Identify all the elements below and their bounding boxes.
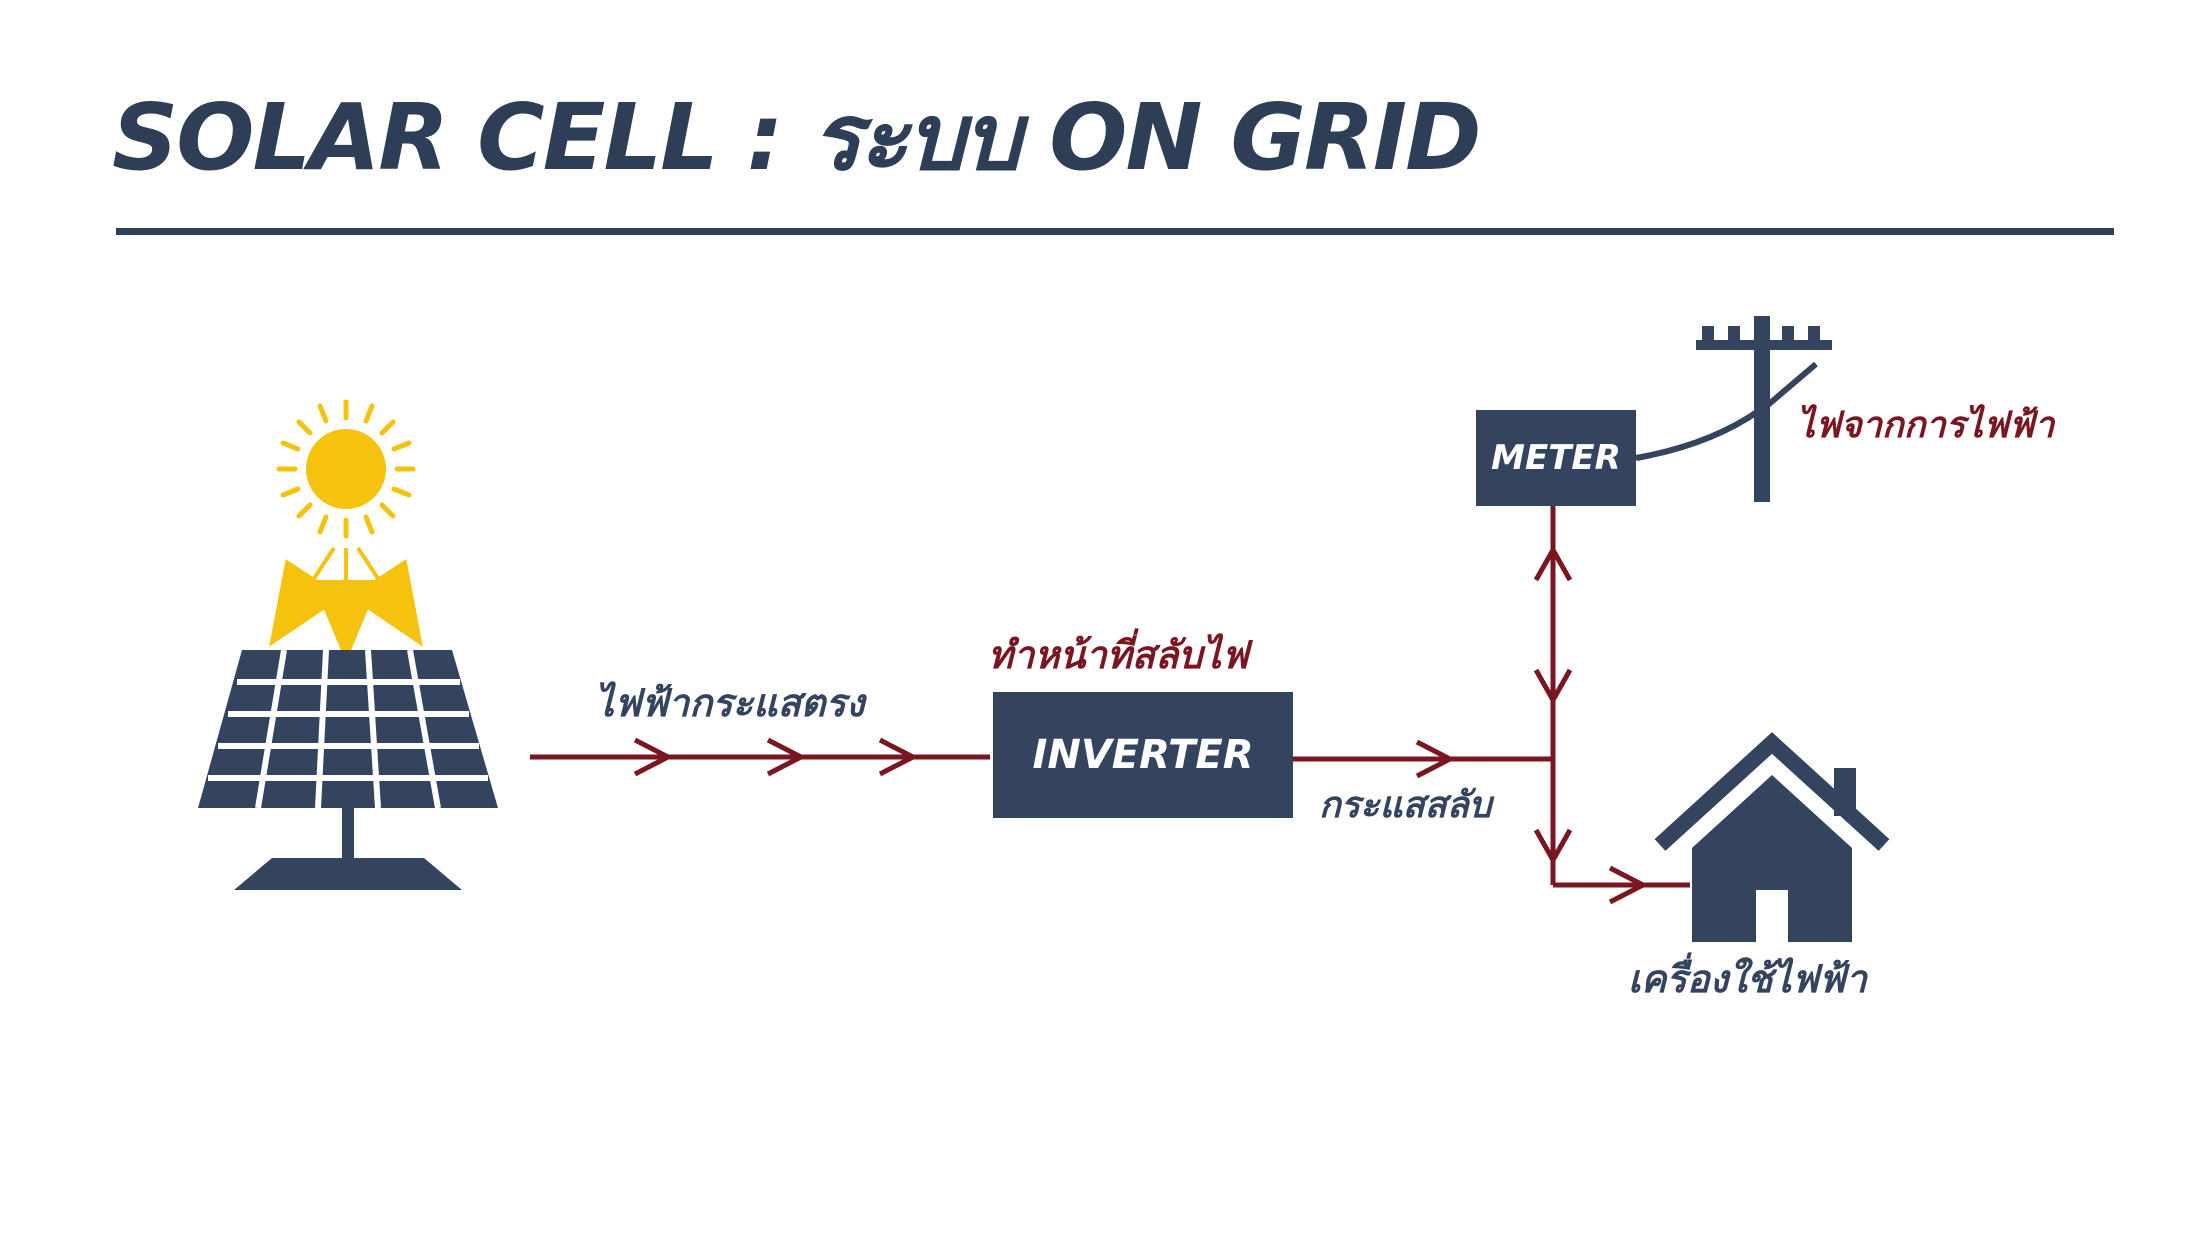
meter-box: METER [1476,410,1636,506]
grid-power-label: ไฟจากการไฟฟ้า [1797,405,2055,446]
title-divider [116,228,2114,235]
sun-icon [269,399,423,663]
meter-label: METER [1491,438,1621,478]
solar-panel-icon [198,649,498,890]
dc-flow-line [530,737,990,777]
page-title: SOLAR CELL : ระบบ ON GRID [112,84,1481,191]
dc-current-label: ไฟฟ้ากระแสตรง [595,681,865,725]
house-icon [1654,732,1890,942]
inverter-box: INVERTER [993,692,1293,818]
ac-current-label: กระแสสลับ [1319,785,1492,826]
inverter-label: INVERTER [1032,732,1254,778]
inverter-role-label: ทำหน้าที่สลับไฟ [988,633,1249,677]
ac-flow-line [1290,505,1690,905]
appliances-label: เครื่องใช้ไฟฟ้า [1628,957,1867,1001]
power-pole-icon [1635,316,1832,502]
